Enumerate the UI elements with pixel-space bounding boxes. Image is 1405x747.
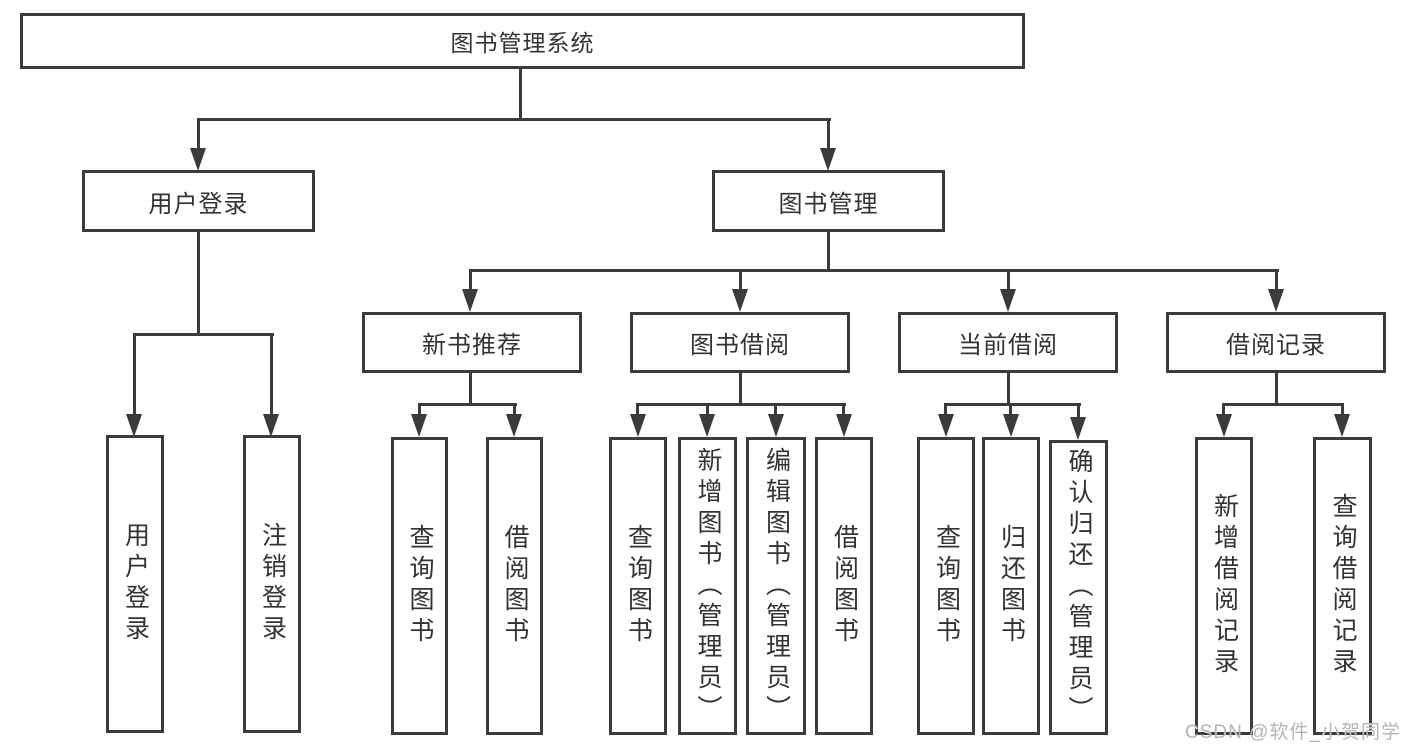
- connector-line: [1077, 405, 1080, 419]
- node-label: 编辑图书（管理员）: [762, 446, 791, 726]
- node-label: 图书借阅: [690, 332, 790, 359]
- arrow-down-icon: [1000, 289, 1016, 312]
- arrow-down-icon: [768, 414, 784, 437]
- connector-line: [469, 269, 1279, 272]
- connector-line: [944, 405, 947, 417]
- node-new-book-recommend: 新书推荐: [362, 312, 582, 373]
- arrow-down-icon: [411, 414, 427, 437]
- connector-line: [1275, 271, 1278, 293]
- node-edit-books-admin: 编辑图书（管理员）: [746, 437, 806, 735]
- connector-line: [636, 403, 846, 406]
- arrow-down-icon: [1268, 289, 1284, 312]
- node-label: 图书管理系统: [450, 30, 595, 56]
- node-leaf-user-login: 用户登录: [106, 435, 164, 733]
- node-return-books: 归还图书: [982, 437, 1040, 735]
- connector-line: [739, 271, 742, 293]
- node-label: 新增借阅记录: [1210, 493, 1239, 679]
- connector-line: [706, 405, 709, 417]
- connector-line: [1222, 405, 1225, 417]
- connector-line: [774, 405, 777, 417]
- connector-line: [1007, 271, 1010, 293]
- node-confirm-return-admin: 确认归还（管理员）: [1049, 440, 1108, 735]
- connector-line: [469, 271, 472, 293]
- connector-line: [1007, 373, 1010, 406]
- connector-line: [270, 335, 273, 417]
- connector-line: [197, 118, 831, 121]
- node-user-login: 用户登录: [82, 170, 315, 232]
- arrow-down-icon: [836, 414, 852, 437]
- connector-line: [827, 232, 830, 272]
- connector-line: [1009, 405, 1012, 417]
- node-label: 归还图书: [997, 524, 1026, 648]
- node-leaf-logout: 注销登录: [243, 435, 301, 733]
- node-label: 查询图书: [932, 524, 961, 648]
- node-label: 借阅图书: [830, 524, 859, 648]
- connector-line: [469, 373, 472, 406]
- connector-line: [519, 69, 522, 120]
- arrow-down-icon: [506, 414, 522, 437]
- connector-line: [418, 405, 421, 417]
- connector-line: [842, 405, 845, 417]
- connector-line: [133, 333, 274, 336]
- node-borrow-books-1: 借阅图书: [486, 437, 543, 735]
- node-library-system: 图书管理系统: [20, 13, 1025, 69]
- arrow-down-icon: [630, 414, 646, 437]
- node-book-management: 图书管理: [712, 170, 945, 232]
- node-borrow-records: 借阅记录: [1166, 312, 1386, 373]
- node-add-books-admin: 新增图书（管理员）: [678, 437, 737, 735]
- connector-line: [827, 120, 830, 152]
- node-label: 图书管理: [778, 190, 879, 218]
- arrow-down-icon: [263, 414, 279, 437]
- connector-line: [418, 403, 517, 406]
- node-label: 用户登录: [121, 522, 150, 646]
- node-label: 借阅记录: [1226, 332, 1326, 359]
- node-add-borrow-record: 新增借阅记录: [1195, 437, 1253, 735]
- arrow-down-icon: [190, 148, 206, 171]
- arrow-down-icon: [938, 414, 954, 437]
- connector-line: [944, 403, 1081, 406]
- arrow-down-icon: [1003, 414, 1019, 437]
- node-query-books-1: 查询图书: [391, 437, 448, 735]
- arrow-down-icon: [1070, 417, 1086, 440]
- connector-line: [739, 373, 742, 406]
- connector-line: [1275, 373, 1278, 406]
- node-book-borrow: 图书借阅: [630, 312, 850, 373]
- node-label: 确认归还（管理员）: [1065, 448, 1093, 727]
- arrow-down-icon: [732, 289, 748, 312]
- arrow-down-icon: [820, 148, 836, 171]
- node-query-books-3: 查询图书: [917, 437, 975, 735]
- connector-line: [513, 405, 516, 417]
- watermark: CSDN @软件_小贺同学: [1185, 722, 1401, 743]
- connector-line: [636, 405, 639, 417]
- node-label: 查询图书: [624, 524, 653, 648]
- node-label: 查询图书: [406, 524, 434, 648]
- node-label: 查询借阅记录: [1329, 493, 1357, 679]
- connector-line: [133, 335, 136, 417]
- node-query-books-2: 查询图书: [609, 437, 667, 735]
- arrow-down-icon: [126, 414, 142, 437]
- connector-line: [1222, 403, 1344, 406]
- node-label: 用户登录: [148, 190, 249, 218]
- node-label: 新增图书（管理员）: [694, 446, 722, 726]
- arrow-down-icon: [1216, 414, 1232, 437]
- node-label: 当前借阅: [958, 332, 1058, 359]
- node-borrow-books-2: 借阅图书: [815, 437, 873, 735]
- connector-line: [197, 232, 200, 335]
- arrow-down-icon: [1334, 414, 1350, 437]
- node-label: 注销登录: [258, 522, 287, 646]
- connector-line: [1341, 405, 1344, 417]
- arrow-down-icon: [462, 289, 478, 312]
- node-label: 新书推荐: [422, 332, 522, 359]
- node-label: 借阅图书: [501, 524, 529, 648]
- connector-line: [197, 120, 200, 152]
- arrow-down-icon: [699, 414, 715, 437]
- node-query-borrow-record: 查询借阅记录: [1313, 437, 1372, 735]
- node-current-borrow: 当前借阅: [898, 312, 1118, 373]
